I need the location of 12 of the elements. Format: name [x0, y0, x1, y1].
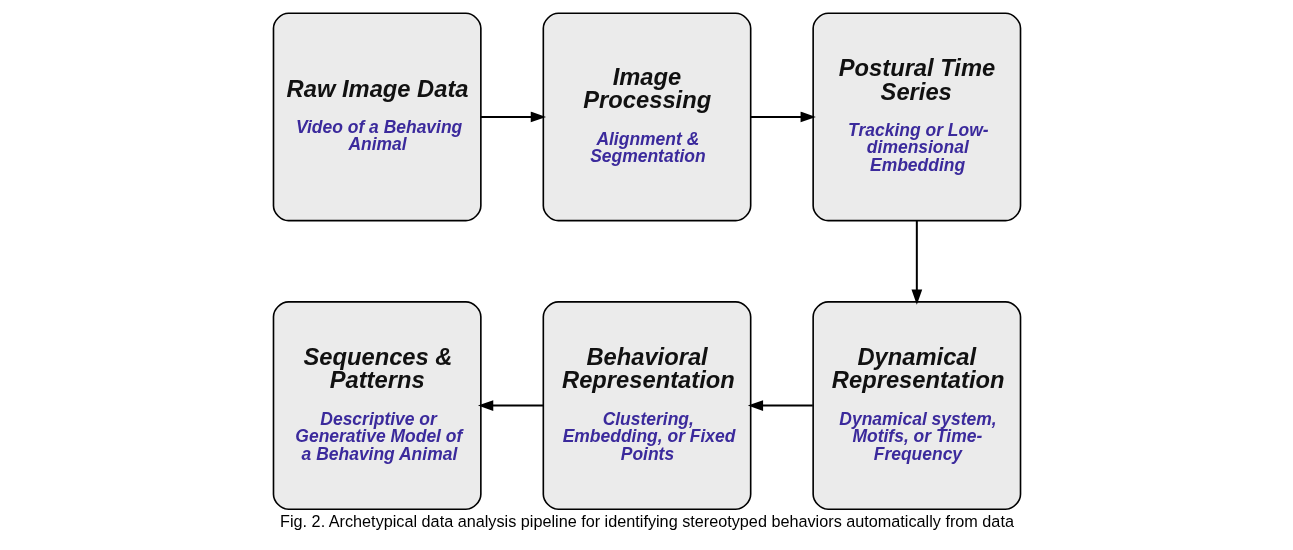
arrow — [749, 111, 816, 123]
arrow — [747, 400, 814, 411]
node-box: Raw Image Data Video of a Behaving Animal — [272, 12, 482, 222]
node-box: Image Processing Alignment & Segmentation — [542, 12, 751, 222]
node-box: Sequences & Patterns Descriptive or Generative Model of a Behaving Animal — [272, 301, 482, 511]
arrow — [910, 219, 922, 305]
arrow — [479, 111, 546, 123]
arrow — [477, 400, 544, 411]
node-box: Behavioral Representation Clustering, Embedding, or Fixed Points — [542, 301, 751, 511]
node-box: Dynamical Representation Dynamical system, Motifs, or Time-Frequency — [811, 301, 1021, 511]
node-box: Postural Time Series Tracking or Low-dimensional Embedding — [811, 12, 1021, 222]
caption: Fig. 2. Archetypical data analysis pipeline for identifying stereotyped behaviors automatically from data — [279, 512, 1014, 531]
